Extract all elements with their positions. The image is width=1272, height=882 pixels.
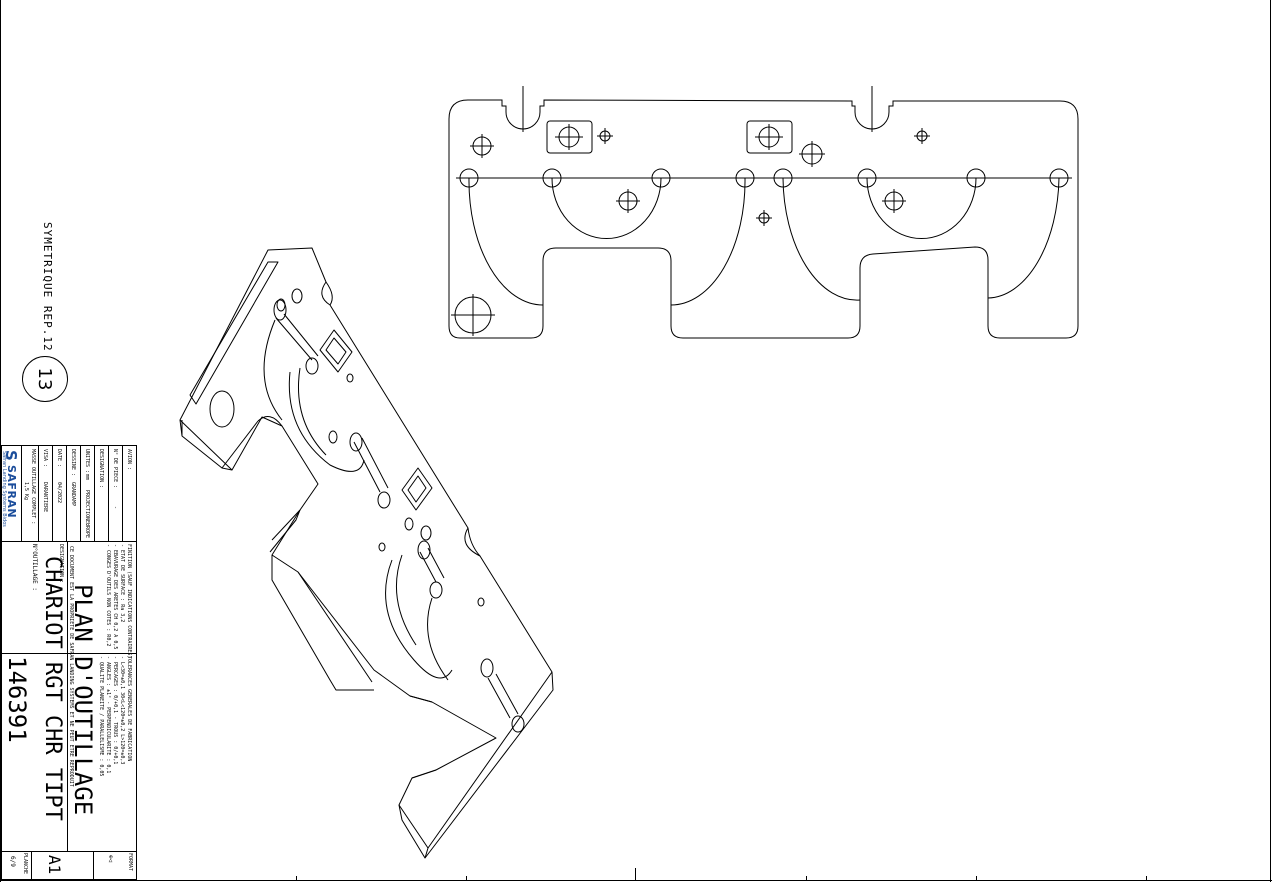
piece-label: N° DE PIECE : <box>112 449 118 489</box>
tool-number: 146391 <box>3 656 31 743</box>
unites-label: UNITES : <box>84 449 90 474</box>
format-label: FORMAT <box>127 853 133 872</box>
item-balloon-number: 13 <box>34 367 56 391</box>
frame-tick <box>1146 876 1147 881</box>
drawing-type-title: PLAN D'OUTILLAGE <box>69 584 97 816</box>
masse-label: MASSE OUTILLAGE COMPLET : <box>30 449 36 525</box>
frame-left-border <box>0 0 1 882</box>
piece-value: - <box>112 506 118 510</box>
isometric-view <box>179 247 554 859</box>
projection-symbol-icon: ⊕◁ <box>107 855 114 863</box>
avion-label: AVION : <box>126 449 132 471</box>
projection-value: EUROPE <box>84 520 90 539</box>
date-label: DATE : <box>56 449 62 468</box>
designation-label: DESIGNATION : <box>98 449 104 489</box>
frame-bottom-border <box>0 880 1272 881</box>
finition-line: FINITION (SAUF INDICATIONS CONTRAIRES) <box>126 544 132 659</box>
finition-line: - CONGES D'OUTILS NON COTES : R0,2 <box>105 544 111 647</box>
outillage-label: N°OUTILLAGE : <box>31 544 38 591</box>
frame-tick <box>466 876 467 881</box>
tolerance-line: - L<30=±0,1 30<L<120=±0,2 L>120=±0,3 <box>119 656 125 765</box>
masse-value: 1,5 Kg <box>23 482 29 501</box>
title-block: AVION : N° DE PIECE : - DESIGNATION : UN… <box>0 445 137 881</box>
finition-line: - ETAT DE SURFACE : Ra 3,2 <box>119 544 125 623</box>
tolerance-line: TOLERANCES GENERALES DE FABRICATION <box>126 656 132 762</box>
date-value: 04/2022 <box>56 482 62 504</box>
brand-subtitle: Safran Landing Systems Bidos <box>1 451 7 527</box>
symmetry-note: SYMETRIQUE REP.12 <box>41 222 54 352</box>
tolerance-line: - QUALITE PLANEITE / PARALLELISME : 0,05 <box>98 656 104 777</box>
item-balloon: 13 <box>22 356 68 402</box>
planche-label: PLANCHE <box>22 853 28 875</box>
frame-tick <box>976 876 977 881</box>
visa-value: DARANTIERE <box>42 482 48 513</box>
format-value: A1 <box>45 855 64 875</box>
tool-designation-title: CHARIOT RGT CHR TIPT <box>40 556 65 821</box>
plan-view-outline <box>448 86 1079 339</box>
tolerance-line: - ANGLES : ±1° - PERPENDICULARITE : 0,1 <box>105 656 111 774</box>
frame-right-border <box>1270 0 1271 882</box>
planche-value: 6/9 <box>9 856 16 867</box>
frame-tick <box>806 876 807 881</box>
frame-tick-center <box>635 868 636 881</box>
unites-value: mm <box>84 474 90 481</box>
finition-line: - EBAVURAGE DES ARETES CH 0,2 A 0,5 <box>112 544 118 650</box>
frame-tick <box>296 876 297 881</box>
tolerance-line: - PERCAGES : 0/+0,1 - TROUS : 0/+0,1 <box>112 656 118 765</box>
dessine-value: GRANDAMP <box>70 482 76 507</box>
dessine-label: DESSINE : <box>70 449 76 477</box>
visa-label: VISA : <box>42 449 48 468</box>
